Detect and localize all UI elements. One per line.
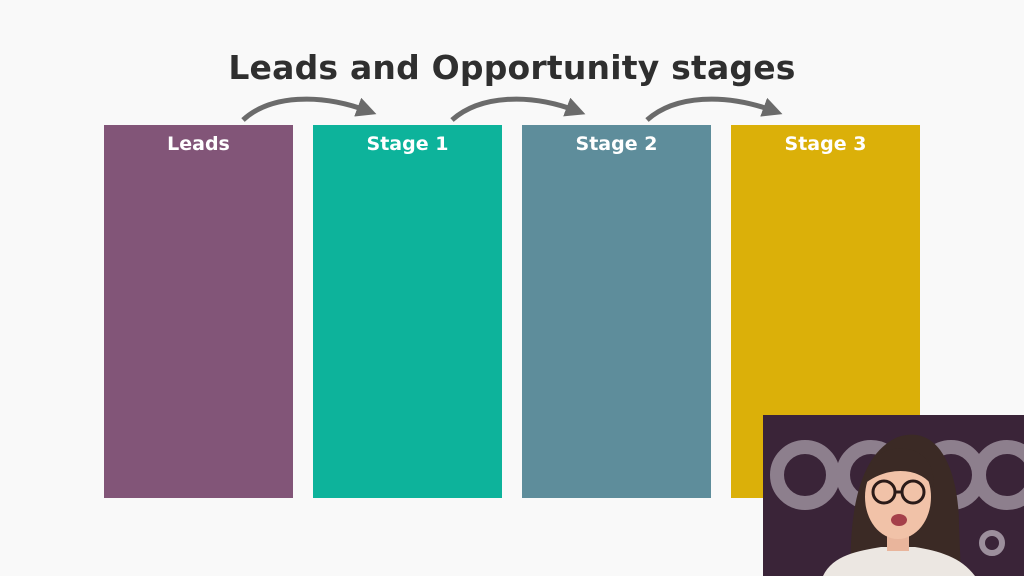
slide-title: Leads and Opportunity stages (228, 48, 796, 87)
glasses-icon (871, 479, 926, 505)
column-label: Leads (167, 133, 230, 155)
column-label: Stage 1 (366, 133, 449, 155)
presenter-avatar (823, 434, 975, 576)
arrow-icon (450, 96, 586, 122)
presenter-video (763, 415, 1024, 576)
arrow-icon (241, 96, 377, 122)
presenter-video-frame (770, 434, 1024, 576)
column-label: Stage 2 (575, 133, 658, 155)
stage-arrows (241, 96, 783, 122)
leads-column: Leads (104, 125, 293, 498)
column-label: Stage 3 (784, 133, 867, 155)
stage-2-column: Stage 2 (522, 125, 711, 498)
stage-1-column: Stage 1 (313, 125, 502, 498)
arrow-icon (645, 96, 783, 122)
ring-icon (979, 530, 1005, 556)
